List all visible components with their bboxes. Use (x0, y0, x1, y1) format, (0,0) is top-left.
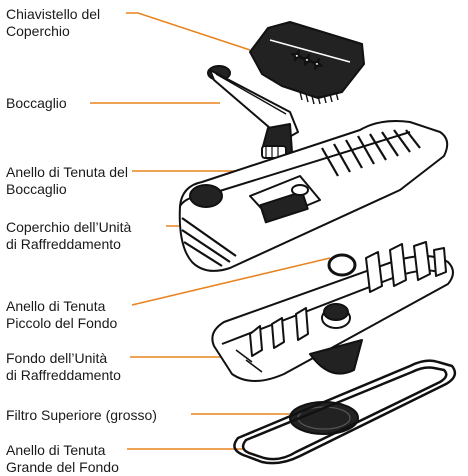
lid-latch-part: ✦✦✦ (249, 21, 365, 105)
label-cooling-unit-lid-line2: di Raffreddamento (6, 236, 121, 252)
label-cooling-unit-lid: Coperchio dell’Unità di Raffreddamento (6, 219, 131, 253)
bottom-ribs (249, 241, 447, 357)
label-lid-latch: Chiavistello del Coperchio (6, 6, 100, 40)
small-bottom-seal-ring (327, 253, 357, 277)
leader-lid-latch (126, 12, 251, 51)
cooling-unit-lid-part (178, 120, 449, 272)
latch-teeth (299, 91, 339, 105)
leader-small-bottom-seal (131, 257, 331, 306)
label-small-bottom-seal-line1: Anello di Tenuta (6, 298, 106, 314)
label-cooling-unit-bottom-line2: di Raffreddamento (6, 367, 121, 383)
lid-fins (181, 129, 421, 267)
label-cooling-unit-lid-line1: Coperchio dell’Unità (6, 219, 132, 235)
label-upper-filter: Filtro Superiore (grosso) (6, 407, 157, 424)
label-lid-latch-line1: Chiavistello del (6, 6, 101, 22)
mouthpiece-part (207, 65, 299, 159)
leader-lines (90, 12, 331, 450)
label-small-bottom-seal: Anello di Tenuta Piccolo del Fondo (6, 298, 117, 332)
label-mouthpiece-seal: Anello di Tenuta del Boccaglio (6, 164, 128, 198)
label-cooling-unit-bottom: Fondo dell’Unità di Raffreddamento (6, 350, 121, 384)
large-bottom-seal-part (233, 359, 457, 465)
cooling-unit-bottom-part (211, 241, 454, 382)
label-large-bottom-seal-line2: Grande del Fondo (6, 459, 119, 475)
label-mouthpiece-seal-line1: Anello di Tenuta del (6, 164, 128, 180)
label-mouthpiece-line1: Boccaglio (6, 95, 67, 111)
label-large-bottom-seal: Anello di Tenuta Grande del Fondo (6, 442, 119, 476)
label-upper-filter-line1: Filtro Superiore (grosso) (6, 407, 157, 423)
label-mouthpiece: Boccaglio (6, 95, 67, 112)
label-mouthpiece-seal-line2: Boccaglio (6, 181, 67, 197)
label-large-bottom-seal-line1: Anello di Tenuta (6, 442, 106, 458)
label-lid-latch-line2: Coperchio (6, 23, 70, 39)
label-small-bottom-seal-line2: Piccolo del Fondo (6, 315, 118, 331)
label-cooling-unit-bottom-line1: Fondo dell’Unità (6, 350, 108, 366)
